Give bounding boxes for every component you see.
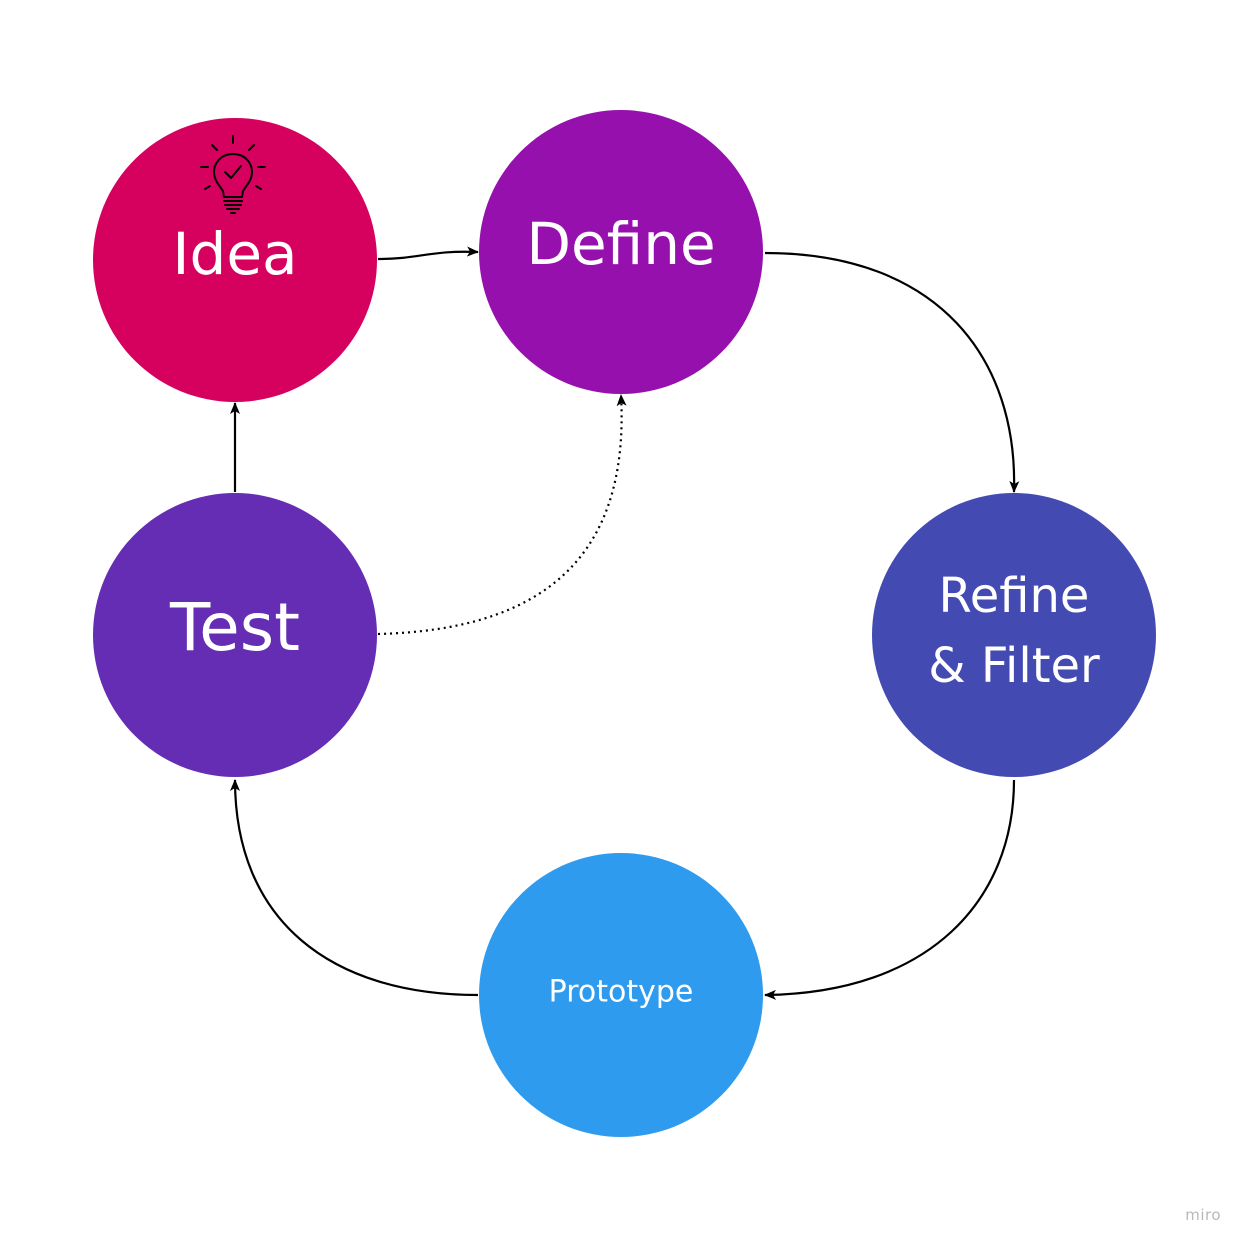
edge-prototype-to-test[interactable] bbox=[230, 779, 479, 997]
node-test[interactable]: Test bbox=[93, 493, 377, 777]
define-circle bbox=[479, 110, 763, 394]
edge-refine-to-prototype[interactable] bbox=[764, 779, 1016, 1000]
refine-filter-label-line-2: & Filter bbox=[928, 638, 1100, 694]
miro-watermark: miro bbox=[1185, 1206, 1221, 1224]
node-prototype[interactable]: Prototype bbox=[479, 853, 763, 1137]
idea-label: Idea bbox=[172, 220, 297, 288]
edge-idea-to-define[interactable] bbox=[377, 246, 479, 261]
refine-filter-label-line-1: Refine bbox=[939, 568, 1090, 624]
edge-test-to-define-dotted[interactable] bbox=[377, 394, 627, 636]
prototype-circle bbox=[479, 853, 763, 1137]
refine-filter-circle bbox=[872, 493, 1156, 777]
node-refine-filter[interactable]: Refine & Filter bbox=[872, 493, 1156, 777]
lightbulb-check-icon bbox=[200, 135, 266, 214]
edge-define-to-refine[interactable] bbox=[764, 251, 1020, 493]
define-label: Define bbox=[526, 210, 715, 278]
test-circle bbox=[93, 493, 377, 777]
prototype-label: Prototype bbox=[549, 975, 694, 1010]
node-define[interactable]: Define bbox=[479, 110, 763, 394]
edges bbox=[230, 246, 1020, 1000]
node-idea[interactable]: Idea bbox=[93, 118, 377, 402]
test-label: Test bbox=[169, 589, 300, 666]
idea-circle bbox=[93, 118, 377, 402]
